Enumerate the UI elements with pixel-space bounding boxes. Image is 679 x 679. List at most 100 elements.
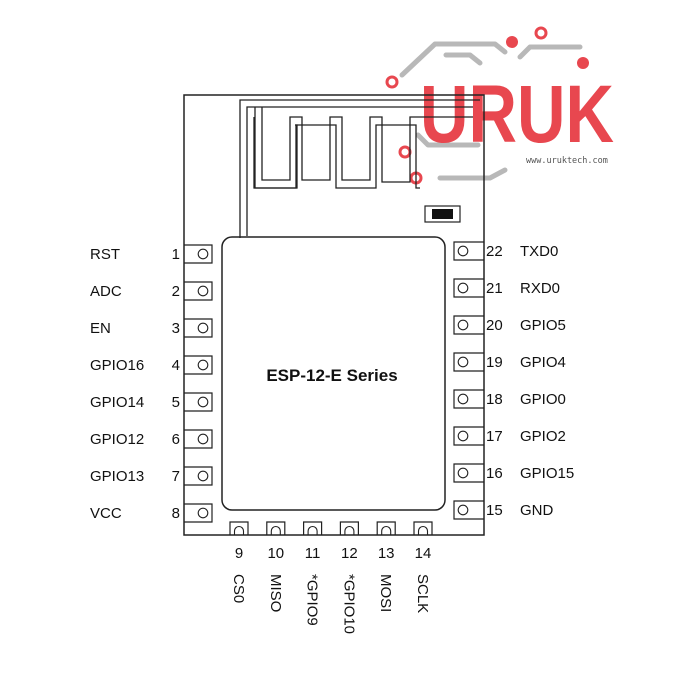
pin-label: GPIO15 — [520, 465, 574, 482]
pin-number: 18 — [486, 391, 503, 408]
pin-label: *GPIO10 — [340, 574, 357, 634]
pin-pad — [453, 389, 484, 409]
pin-pad — [184, 244, 213, 264]
pin-number: 8 — [172, 505, 180, 522]
circuit-dot-decoration — [506, 36, 589, 69]
board-outline — [183, 94, 485, 536]
pin-pad — [184, 503, 213, 523]
pin-label: MOSI — [377, 574, 394, 612]
pin-label: GND — [520, 502, 554, 519]
pin-label: GPIO2 — [520, 428, 566, 445]
pin-4: GPIO16 4 — [90, 355, 213, 375]
pin-3: EN 3 — [90, 318, 213, 338]
pin-number: 6 — [172, 431, 180, 448]
pin-21: 21 RXD0 — [453, 278, 560, 298]
pin-label: GPIO0 — [520, 391, 566, 408]
pin-number: 13 — [378, 545, 395, 562]
pin-label: VCC — [90, 505, 122, 522]
pin-22: 22 TXD0 — [453, 241, 558, 261]
pin-pad — [184, 392, 213, 412]
pin-17: 17 GPIO2 — [453, 426, 566, 446]
pin-5: GPIO14 5 — [90, 392, 213, 412]
brand-name: URUK — [420, 69, 614, 160]
module-board: ESP-12-E Series — [183, 94, 485, 536]
pin-pad — [453, 463, 484, 483]
pin-8: VCC 8 — [90, 503, 213, 523]
pin-number: 4 — [172, 357, 180, 374]
pin-label: TXD0 — [520, 243, 558, 260]
pin-pad — [376, 521, 396, 535]
pin-label: *GPIO9 — [304, 574, 321, 626]
pin-pad — [184, 318, 213, 338]
pin-label: GPIO14 — [90, 394, 144, 411]
pin-19: 19 GPIO4 — [453, 352, 566, 372]
pin-pad — [453, 241, 484, 261]
pin-pad — [453, 278, 484, 298]
pin-18: 18 GPIO0 — [453, 389, 566, 409]
pin-1: RST 1 — [90, 244, 213, 264]
pin-label: GPIO4 — [520, 354, 566, 371]
pin-pad — [184, 466, 213, 486]
pin-number: 20 — [486, 317, 503, 334]
pin-number: 11 — [305, 545, 321, 562]
pin-pad — [413, 521, 433, 535]
pin-15: 15 GND — [453, 500, 554, 520]
pin-number: 22 — [486, 243, 503, 260]
pin-number: 16 — [486, 465, 503, 482]
pin-number: 15 — [486, 502, 503, 519]
pin-label: RST — [90, 246, 120, 263]
pin-pad — [184, 355, 213, 375]
pin-pad — [339, 521, 359, 535]
pin-number: 12 — [341, 545, 358, 562]
circuit-trace-decoration — [399, 41, 583, 181]
pin-number: 10 — [267, 545, 284, 562]
pin-number: 14 — [415, 545, 432, 562]
pin-pad — [184, 281, 213, 301]
pin-pad — [229, 521, 249, 535]
pin-label: MISO — [267, 574, 284, 612]
pin-label: RXD0 — [520, 280, 560, 297]
pin-number: 19 — [486, 354, 503, 371]
pin-pad — [453, 315, 484, 335]
pin-number: 17 — [486, 428, 503, 445]
pin-number: 9 — [235, 545, 243, 562]
module-title: ESP-12-E Series — [266, 366, 397, 385]
pin-2: ADC 2 — [90, 281, 213, 301]
brand-website: www.uruktech.com — [526, 156, 608, 166]
pin-label: ADC — [90, 283, 122, 300]
pin-label: CS0 — [230, 574, 247, 603]
pin-label: EN — [90, 320, 111, 337]
pin-number: 3 — [172, 320, 180, 337]
pin-pad — [303, 521, 323, 535]
pcb-antenna — [239, 99, 480, 238]
pin-number: 1 — [172, 246, 180, 263]
pin-11: 11 *GPIO9 — [303, 521, 323, 626]
pin-pad — [453, 500, 484, 520]
pin-label: GPIO13 — [90, 468, 144, 485]
led-component — [424, 205, 461, 223]
pin-pad — [453, 426, 484, 446]
pin-number: 21 — [486, 280, 503, 297]
pin-label: SCLK — [414, 574, 431, 613]
pin-number: 2 — [172, 283, 180, 300]
pin-label: GPIO16 — [90, 357, 144, 374]
pin-number: 5 — [172, 394, 180, 411]
brand-logo: URUK www.uruktech.com — [385, 26, 614, 185]
pin-number: 7 — [172, 468, 180, 485]
pin-12: 12 *GPIO10 — [339, 521, 359, 634]
pin-pad — [266, 521, 286, 535]
pin-7: GPIO13 7 — [90, 466, 213, 486]
pin-pad — [184, 429, 213, 449]
metal-shield — [221, 236, 446, 511]
pcb-antenna-inner — [253, 117, 420, 189]
